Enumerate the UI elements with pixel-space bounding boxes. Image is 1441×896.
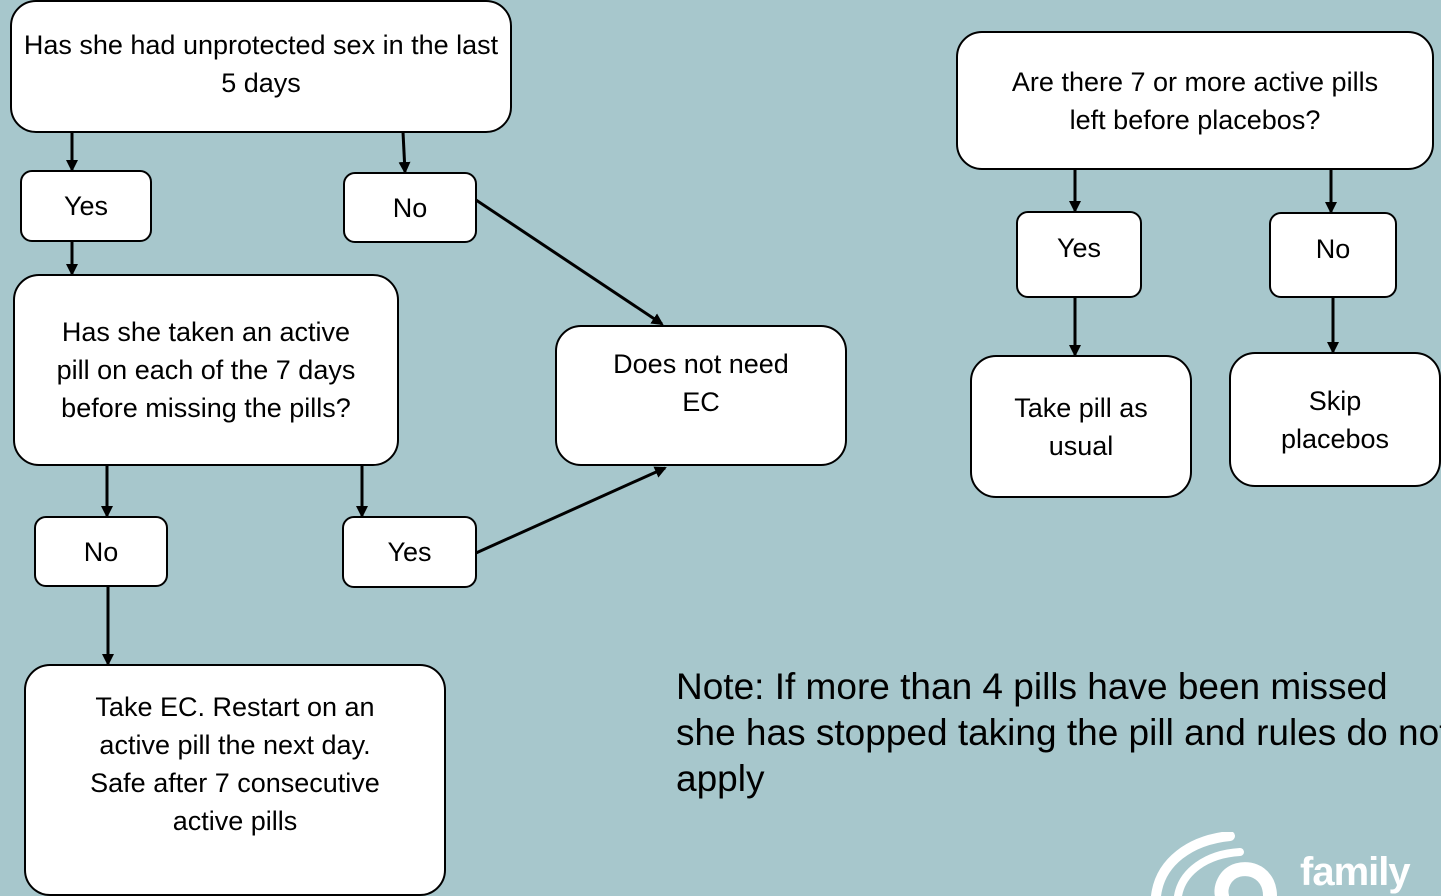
answer-no-2: No xyxy=(34,516,168,587)
outcome-skip-placebos: Skip placebos xyxy=(1229,352,1441,487)
arrow-q1-to-no xyxy=(398,131,411,174)
answer-yes-1: Yes xyxy=(20,170,152,242)
question-active-pills-left: Are there 7 or more active pills left be… xyxy=(956,31,1434,170)
answer-no-right: No xyxy=(1269,212,1397,298)
arrow-yes-to-no-ec xyxy=(475,466,667,555)
question-unprotected-sex: Has she had unprotected sex in the last … xyxy=(10,0,512,133)
answer-yes-2: Yes xyxy=(342,516,477,588)
note-text: Note: If more than 4 pills have been mis… xyxy=(676,666,1441,799)
logo-text: family xyxy=(1300,850,1411,894)
question-active-pill-7-days: Has she taken an active pill on each of … xyxy=(13,274,399,466)
family-logo-mark xyxy=(1151,832,1277,896)
outcome-take-ec: Take EC. Restart on an active pill the n… xyxy=(24,664,446,896)
answer-yes-right: Yes xyxy=(1016,211,1142,298)
arrow-no-to-no-ec xyxy=(475,198,664,326)
answer-no-1: No xyxy=(343,172,477,243)
outcome-take-pill-as-usual: Take pill as usual xyxy=(970,355,1192,498)
outcome-does-not-need-ec: Does not need EC xyxy=(555,325,847,466)
